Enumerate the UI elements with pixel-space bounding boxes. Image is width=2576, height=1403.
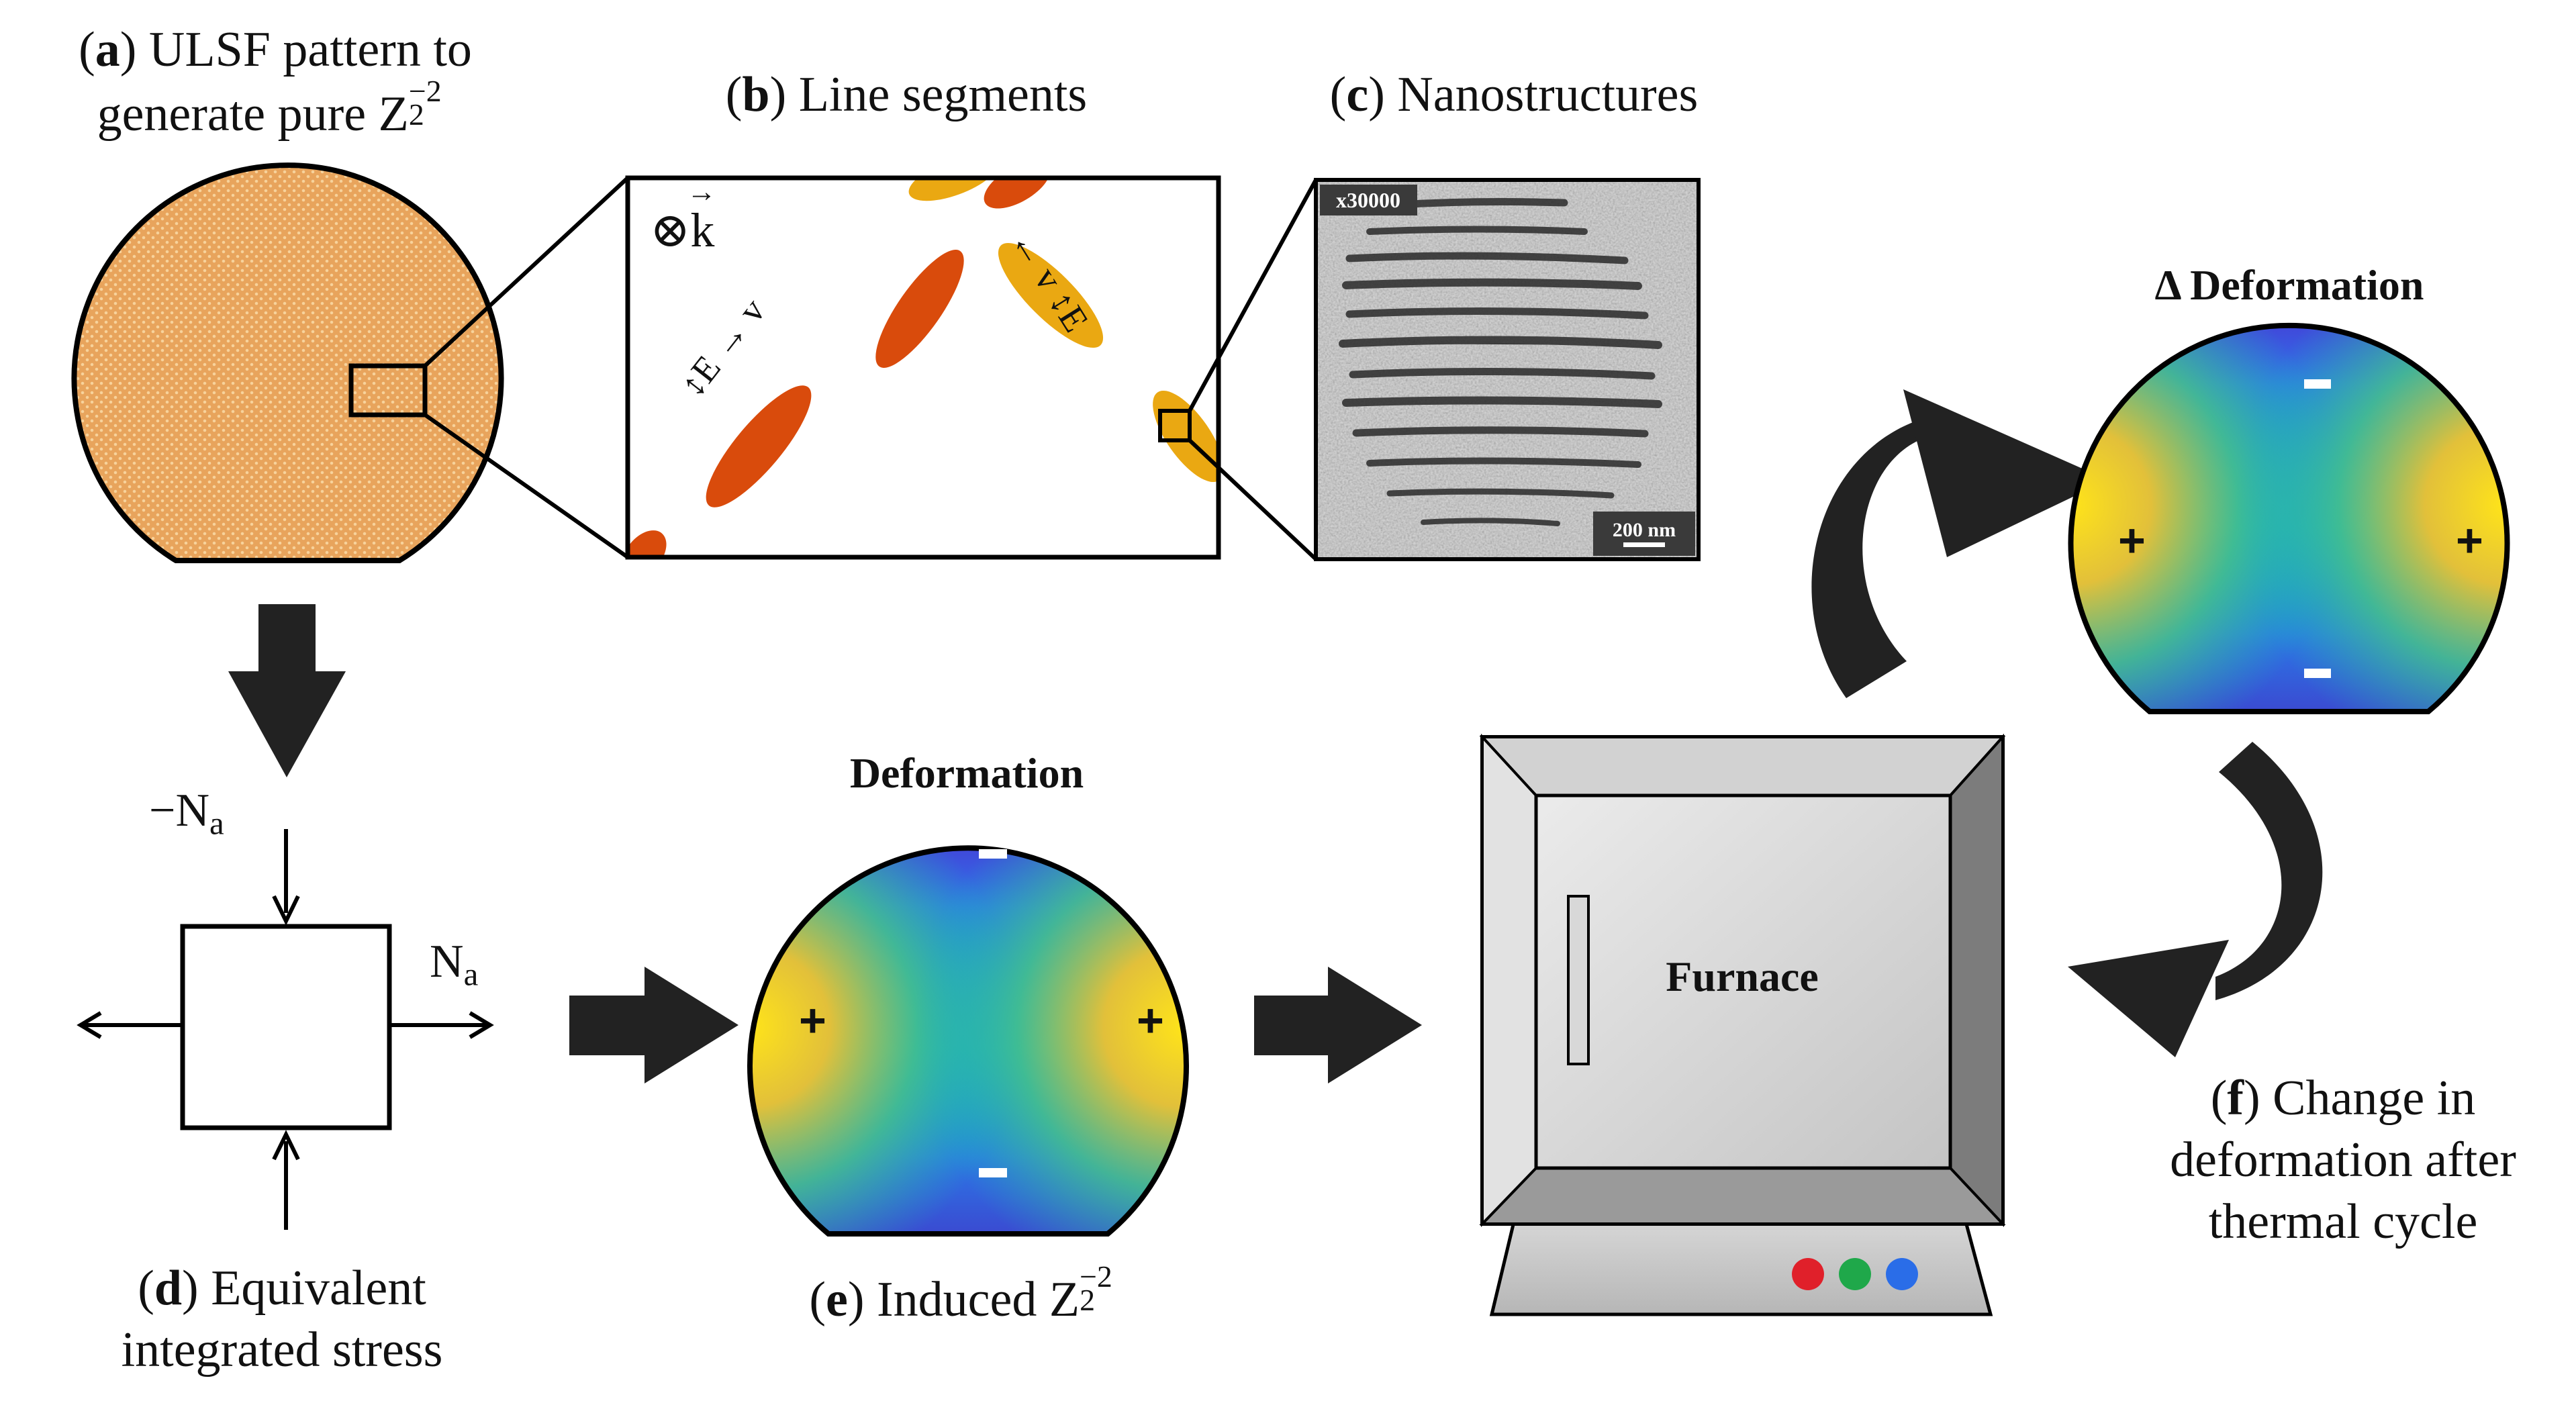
- ulsf-wafer: [71, 162, 630, 563]
- nanostructure-image: x30000 200 nm: [1314, 178, 1701, 561]
- caption-f: (f) Change in deformation after thermal …: [2170, 1071, 2516, 1249]
- curved-arrow-up-icon: [1811, 389, 2108, 698]
- furnace-button-red: [1792, 1258, 1824, 1290]
- furnace-button-blue: [1886, 1258, 1918, 1290]
- plus-right: +: [2456, 514, 2483, 567]
- furnace-handle: [1567, 895, 1590, 1065]
- zoom-box-a: [348, 363, 428, 418]
- arrow-right-icon: [569, 967, 738, 1083]
- furnace-button-green: [1839, 1258, 1871, 1290]
- minus-bottom: [2304, 669, 2331, 678]
- minus-top: [2304, 379, 2331, 389]
- stress-element: [77, 829, 494, 1230]
- line-segments-panel: [625, 175, 1318, 561]
- scalebar-label: 200 nm: [1613, 519, 1676, 541]
- minus-bottom: [979, 1168, 1007, 1177]
- deformation-title: Deformation: [849, 749, 1084, 797]
- scalebar: [1623, 542, 1665, 547]
- furnace-label: Furnace: [1666, 953, 1819, 1000]
- delta-deformation-title: Δ Deformation: [2154, 261, 2424, 309]
- zoom-box-b: [1158, 409, 1192, 442]
- caption-b: (b) Line segments: [725, 67, 1088, 122]
- deformation-wafer: [747, 845, 1189, 1237]
- plus-left: +: [799, 994, 826, 1047]
- k-vector-label: ⊗k →: [650, 175, 716, 257]
- curved-arrow-back-icon: [2068, 742, 2323, 1057]
- caption-c: (c) Nanostructures: [1329, 67, 1699, 122]
- minus-top: [979, 849, 1007, 859]
- furnace: [1479, 733, 2006, 1316]
- arrow-down-icon: [228, 604, 346, 777]
- magnification-label: x30000: [1336, 188, 1400, 212]
- na-label: Na: [430, 936, 479, 993]
- plus-left: +: [2118, 514, 2146, 567]
- caption-d: (d) Equivalent integrated stress: [121, 1261, 443, 1377]
- plus-right: +: [1137, 994, 1164, 1047]
- arrow-right-icon: [1254, 967, 1422, 1083]
- neg-na-label: −Na: [149, 785, 224, 842]
- delta-deformation-wafer: [2068, 322, 2510, 714]
